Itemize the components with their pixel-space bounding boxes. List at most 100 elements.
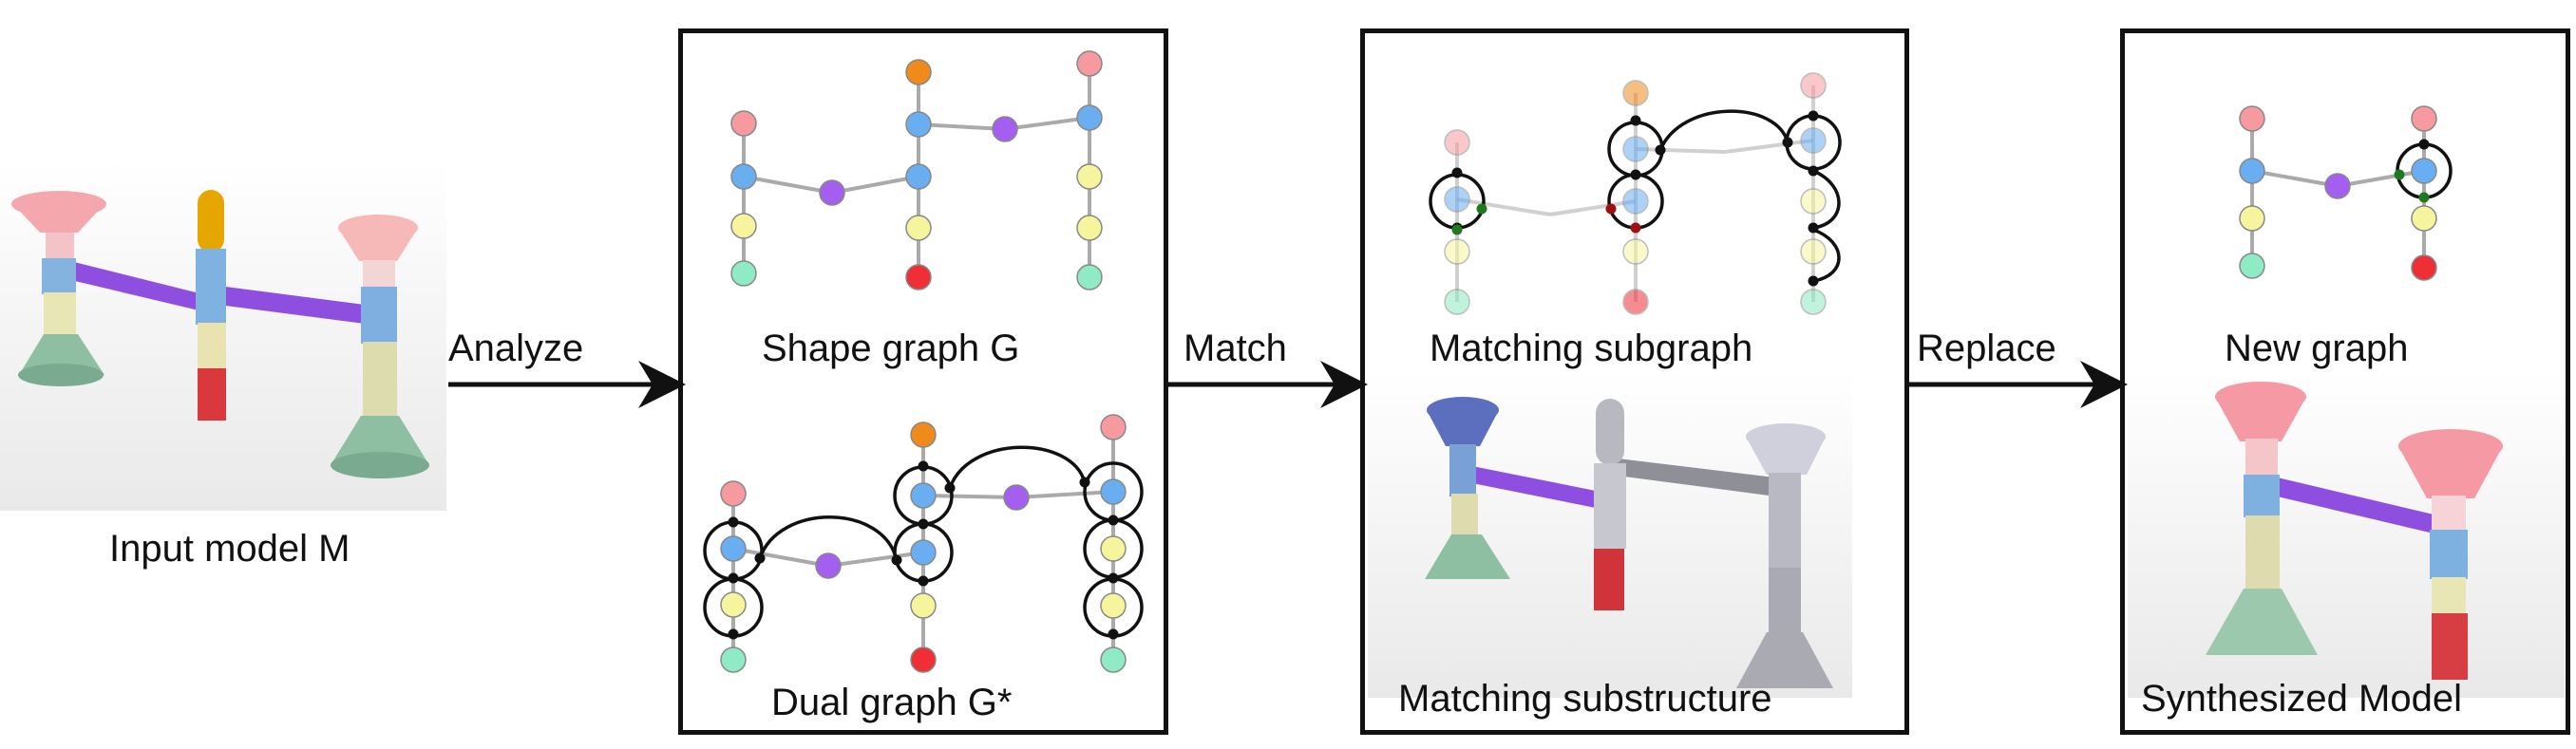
graph-node-blue bbox=[1444, 186, 1470, 213]
graph-node-yellow bbox=[1444, 238, 1470, 265]
dual-edge bbox=[1812, 169, 1841, 230]
graph-node-yellow bbox=[1100, 592, 1127, 619]
graph-edge bbox=[743, 175, 833, 195]
graph-node-yellow bbox=[2411, 205, 2437, 232]
graph-node-orange bbox=[910, 421, 937, 448]
graph-node-green bbox=[1100, 646, 1127, 673]
graph-edge bbox=[1549, 199, 1637, 216]
graph-node-blue bbox=[910, 482, 937, 509]
dual-edge bbox=[948, 445, 1087, 489]
dual-edge bbox=[758, 515, 899, 561]
graph-node-blue bbox=[720, 535, 747, 562]
input-model-label: Input model M bbox=[109, 528, 350, 570]
graph-node-green bbox=[2239, 253, 2265, 279]
graph-node-yellow bbox=[1800, 238, 1827, 265]
graph-node-green bbox=[1800, 289, 1827, 315]
graph-node-purple bbox=[819, 179, 845, 206]
graph-node-blue bbox=[2239, 158, 2265, 184]
match-label: Match bbox=[1184, 328, 1287, 369]
new-graph-label: New graph bbox=[2225, 328, 2409, 369]
input-model-render bbox=[0, 159, 446, 511]
graph-node-yellow bbox=[720, 591, 747, 618]
dual-connector bbox=[918, 518, 929, 530]
graph-edge bbox=[922, 494, 1017, 499]
graph-node-yellow bbox=[1622, 238, 1649, 265]
matching-substructure-render bbox=[1368, 370, 1852, 698]
graph-node-pink bbox=[1100, 414, 1127, 440]
graph-node-pink bbox=[2239, 105, 2265, 132]
graph-node-yellow bbox=[1800, 188, 1827, 215]
graph-node-red bbox=[2411, 254, 2437, 281]
graph-node-pink bbox=[2411, 105, 2437, 132]
dual-connector bbox=[1630, 169, 1641, 180]
panel-graphs bbox=[678, 28, 1168, 735]
dual-connector bbox=[1630, 222, 1641, 234]
dual-connector bbox=[1108, 572, 1119, 584]
dual-connector bbox=[728, 516, 739, 528]
matching-subgraph-diagram bbox=[1429, 72, 1842, 315]
graph-node-pink bbox=[1800, 72, 1827, 99]
graph-edge bbox=[2251, 169, 2339, 188]
graph-edge bbox=[1724, 139, 1814, 154]
dual-graph-label: Dual graph G* bbox=[771, 682, 1013, 723]
shape-graph-label: Shape graph G bbox=[762, 328, 1020, 369]
graph-node-pink bbox=[720, 480, 747, 507]
dual-connector bbox=[1655, 144, 1666, 156]
graph-node-yellow bbox=[905, 215, 932, 241]
graph-node-yellow bbox=[910, 592, 937, 619]
dual-connector bbox=[1108, 515, 1119, 526]
graph-node-blue bbox=[905, 163, 932, 190]
graph-node-red bbox=[905, 264, 932, 290]
dual-connector bbox=[1108, 628, 1119, 640]
graph-edge bbox=[831, 175, 919, 195]
graph-node-orange bbox=[1622, 80, 1649, 106]
matching-subgraph-label: Matching subgraph bbox=[1430, 328, 1753, 369]
graph-node-blue bbox=[730, 163, 757, 190]
graph-node-green bbox=[1076, 264, 1103, 290]
dual-connector bbox=[2418, 139, 2430, 150]
dual-connector bbox=[1630, 115, 1641, 126]
graph-edge bbox=[732, 547, 829, 568]
graph-node-pink bbox=[1076, 50, 1103, 77]
graph-node-pink bbox=[1444, 129, 1470, 156]
graph-node-yellow bbox=[1100, 535, 1127, 562]
dual-graph-Gstar bbox=[703, 414, 1144, 673]
dual-connector bbox=[1808, 110, 1819, 122]
dual-connector bbox=[1451, 224, 1463, 235]
shape-graph-G bbox=[730, 50, 1103, 290]
graph-node-yellow bbox=[1076, 215, 1103, 241]
graph-node-blue bbox=[1622, 188, 1649, 215]
graph-node-blue bbox=[1622, 136, 1649, 162]
graph-node-yellow bbox=[730, 213, 757, 239]
dual-connector bbox=[918, 460, 929, 472]
graph-node-blue bbox=[905, 111, 932, 138]
graph-node-yellow bbox=[2239, 205, 2265, 232]
graph-edge bbox=[827, 551, 924, 568]
graph-node-orange bbox=[905, 59, 932, 85]
dual-connector bbox=[2418, 192, 2430, 203]
graph-edge bbox=[1004, 116, 1090, 131]
synthesized-model-render bbox=[2128, 370, 2565, 698]
graph-node-blue bbox=[1100, 478, 1127, 505]
graph-node-yellow bbox=[1076, 163, 1103, 190]
dual-edge bbox=[1658, 109, 1790, 151]
dual-connector bbox=[918, 575, 929, 587]
graph-node-green bbox=[720, 646, 747, 673]
dual-connector bbox=[1808, 222, 1819, 234]
dual-connector bbox=[1605, 203, 1617, 215]
dual-connector bbox=[1476, 203, 1487, 215]
dual-connector bbox=[1808, 165, 1819, 177]
dual-connector bbox=[1782, 137, 1793, 148]
graph-node-blue bbox=[1076, 104, 1103, 131]
panel-matching bbox=[1360, 28, 1909, 735]
graph-node-blue bbox=[1800, 127, 1827, 154]
replace-label: Replace bbox=[1917, 328, 2056, 369]
new-graph-diagram bbox=[2239, 105, 2453, 281]
graph-edge bbox=[1456, 197, 1551, 216]
graph-edge bbox=[1015, 490, 1114, 499]
dual-connector bbox=[728, 572, 739, 584]
graph-edge bbox=[918, 122, 1006, 131]
dual-edge bbox=[1812, 228, 1841, 283]
